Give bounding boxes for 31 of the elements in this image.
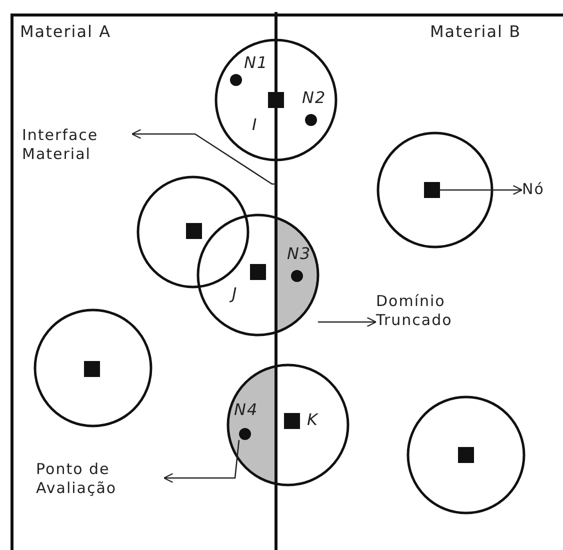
point-label: J xyxy=(232,284,238,303)
leader-line xyxy=(163,440,240,484)
region-label: Material B xyxy=(430,22,522,41)
leader-line xyxy=(440,184,523,196)
point-label: N3 xyxy=(287,244,312,263)
node-square xyxy=(268,92,284,108)
evaluation-point xyxy=(305,114,317,126)
node-square xyxy=(186,223,202,239)
callout-text: Nó xyxy=(522,180,560,199)
callout-text: Ponto de Avaliação xyxy=(36,460,164,498)
point-label: N2 xyxy=(302,88,326,107)
point-label: N1 xyxy=(244,53,268,72)
region-label: Material A xyxy=(20,22,112,41)
point-label: K xyxy=(307,410,318,429)
truncated-domain xyxy=(276,218,318,332)
evaluation-point xyxy=(239,428,251,440)
node-square xyxy=(284,413,300,429)
callout-text: Domínio Truncado xyxy=(376,292,496,330)
point-label: N4 xyxy=(234,400,258,419)
evaluation-point xyxy=(230,74,242,86)
node-square xyxy=(458,447,474,463)
callout-text: Interface Material xyxy=(22,126,132,164)
evaluation-point xyxy=(291,270,303,282)
leader-line xyxy=(318,316,377,328)
interface-line xyxy=(274,12,278,550)
node-square xyxy=(84,361,100,377)
node-square xyxy=(250,264,266,280)
truncated-domain xyxy=(228,366,276,484)
leader-line xyxy=(131,128,276,185)
point-label: I xyxy=(252,115,258,134)
node-square xyxy=(424,182,440,198)
